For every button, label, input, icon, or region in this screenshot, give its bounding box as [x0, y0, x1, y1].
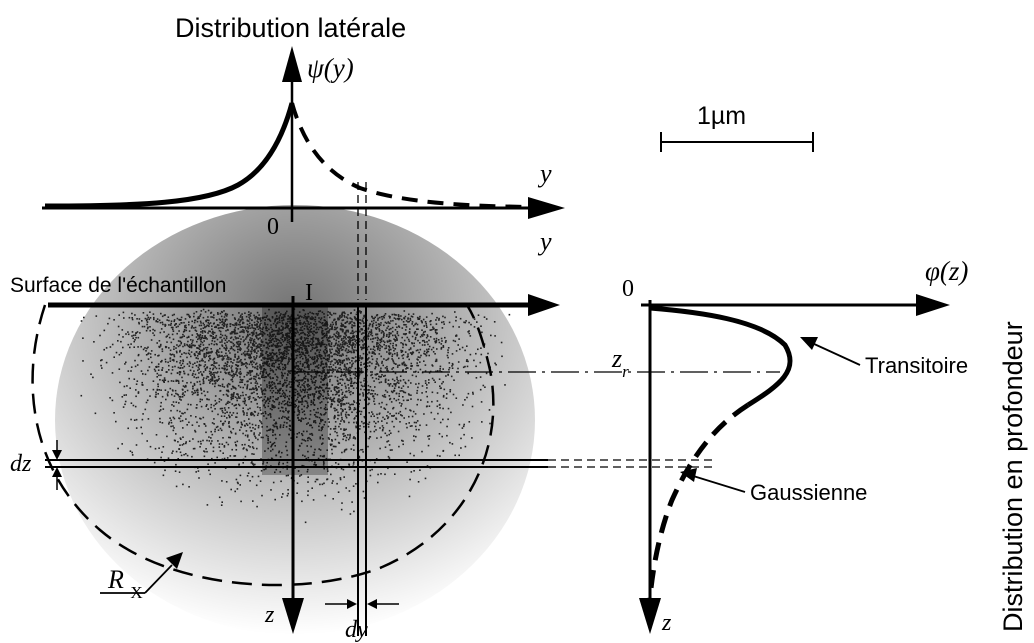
scale-bar: 1µm: [661, 102, 813, 152]
depth-origin-label: 0: [622, 276, 634, 302]
scale-bar-label: 1µm: [697, 102, 746, 130]
transitoire-arrowhead: [800, 337, 818, 350]
zr-label: zr: [611, 344, 629, 381]
depth-distribution-title: Distribution en profondeur: [998, 321, 1028, 632]
gaussienne-label: Gaussienne: [750, 480, 867, 505]
phi-curve-transient: [650, 308, 790, 405]
psi-curve-dashed: [292, 103, 530, 207]
dz-label: dz: [10, 451, 32, 477]
depth-plot: φ(z) 0 z zr Transitoire Gaussienne: [611, 256, 968, 636]
dy-label: dy: [345, 617, 368, 643]
phi-axis-label: φ(z): [925, 256, 968, 286]
lateral-y-label-lower: y: [537, 227, 552, 256]
psi-axis-label: ψ(y): [307, 53, 354, 83]
phi-curve-gaussian: [650, 405, 748, 598]
impact-point-label: I: [305, 280, 313, 306]
transitoire-leader: [812, 343, 860, 365]
lateral-y-label-upper: y: [537, 159, 552, 188]
gaussienne-leader: [690, 475, 745, 492]
depth-z-axis-arrowhead: [639, 598, 661, 634]
lateral-distribution-title: Distribution latérale: [175, 13, 406, 43]
depth-z-label: z: [661, 610, 672, 636]
depth-phi-axis-arrowhead: [916, 294, 950, 316]
dense-core: [262, 305, 328, 475]
surface-label: Surface de l'échantillon: [10, 274, 226, 297]
sample-z-label: z: [264, 602, 275, 628]
lateral-y-axis-arrowhead: [528, 197, 565, 219]
transitoire-label: Transitoire: [865, 353, 968, 378]
lateral-psi-axis-arrowhead: [282, 46, 302, 82]
sample-surface-arrowhead: [528, 294, 560, 316]
psi-curve-solid: [45, 103, 292, 206]
